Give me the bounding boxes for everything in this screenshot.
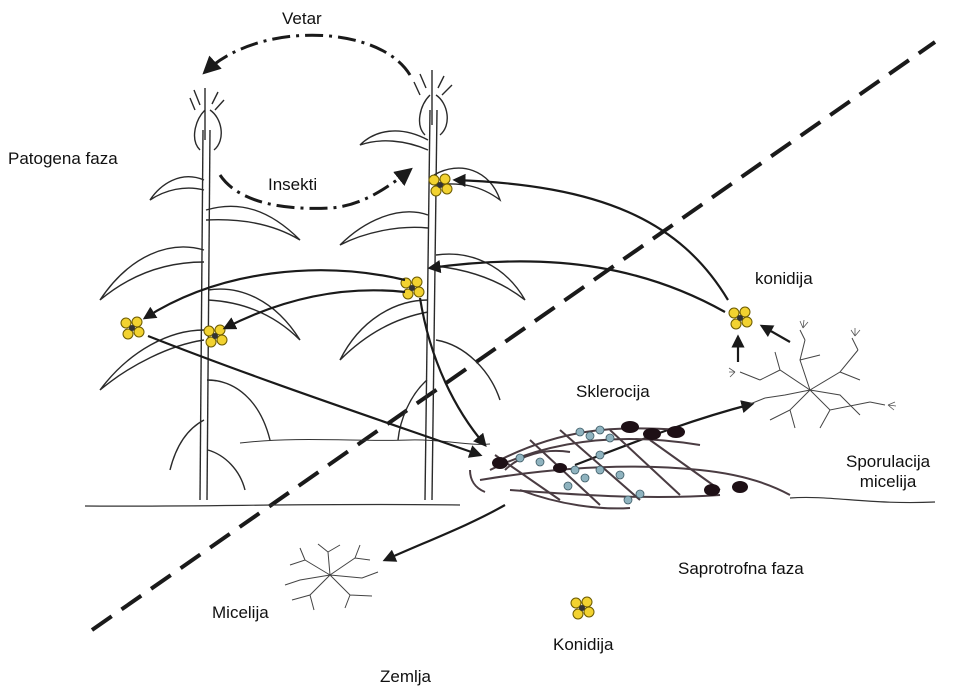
sporulation-label-line2: micelija [846,472,930,492]
insects-label: Insekti [268,176,317,195]
wind-label: Vetar [282,10,322,29]
conidia-cluster-icon [729,307,752,329]
mycelium-label: Micelija [212,604,269,623]
soil-arrow [385,505,505,560]
conidia-arrow [762,326,790,342]
sporangiophores [729,320,896,410]
sporulation-label-line1: Sporulacija [846,452,930,472]
mycelium-icon [285,544,378,610]
conidia-cluster-icon [121,317,144,339]
ground-line-right [790,497,935,502]
saprotrophic-phase-label: Saprotrofna faza [678,560,804,579]
conidia-cluster-icon [429,174,452,196]
soil-label: Zemlja [380,668,431,687]
pathogenic-phase-label: Patogena faza [8,150,118,169]
wind-arrow [205,35,410,75]
corn-plant-icon [100,88,300,500]
mycelium-sporulation-label: Sporulacija micelija [846,452,930,493]
conidia-label-top: konidija [755,270,813,289]
conidia-label-bottom: Konidija [553,636,614,655]
sclerotia-icon [492,421,748,496]
infection-arrow [420,298,485,445]
mycelium-icon [740,330,885,428]
sclerotia-label: Sklerocija [576,383,650,402]
conidia-cluster-icon [204,325,227,347]
conidia-cluster-icon [571,597,594,619]
dispersal-arrow [430,261,725,312]
